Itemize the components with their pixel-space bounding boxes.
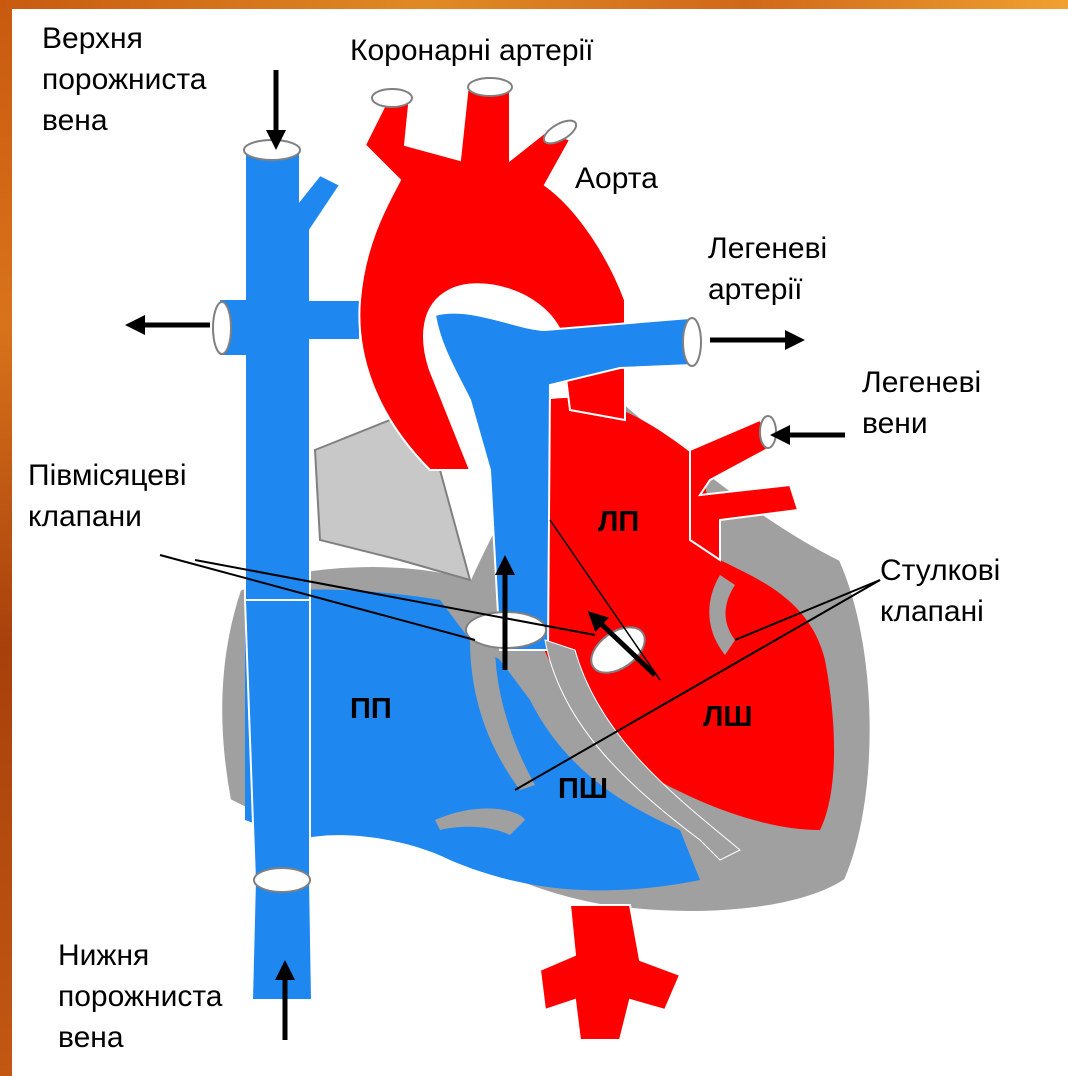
pulmonary-arteries-label: Легеневі артерії [708,228,827,310]
leaflet-valves-label: Стулкові клапані [880,550,1000,632]
pulmonary-veins-label: Легеневі вени [862,362,981,444]
right-pa-opening-icon [683,318,701,366]
inferior-vena-cava-label: Нижня порожниста вена [58,935,222,1058]
svc-opening-icon [244,140,300,160]
inferior-vena-cava [245,600,312,1000]
coronary-opening-icon [372,89,412,107]
descending-aorta [540,905,680,1040]
semilunar-valves-label: Півмісяцеві клапани [28,455,187,537]
right-ventricle-label: ПШ [558,772,608,806]
coronary-arteries-label: Коронарні артерії [350,30,594,71]
superior-vena-cava-label: Верхня порожниста вена [42,18,206,141]
left-atrium-label: ЛП [598,505,639,539]
aorta-label: Аорта [575,158,658,199]
left-pa-opening-icon [213,302,231,354]
ivc-opening-icon [254,868,310,892]
aorta-branch-opening-icon [468,78,512,96]
left-ventricle-label: ЛШ [703,700,753,734]
pulm-vein-opening-icon [760,416,776,448]
right-atrium-label: ПП [350,692,392,726]
